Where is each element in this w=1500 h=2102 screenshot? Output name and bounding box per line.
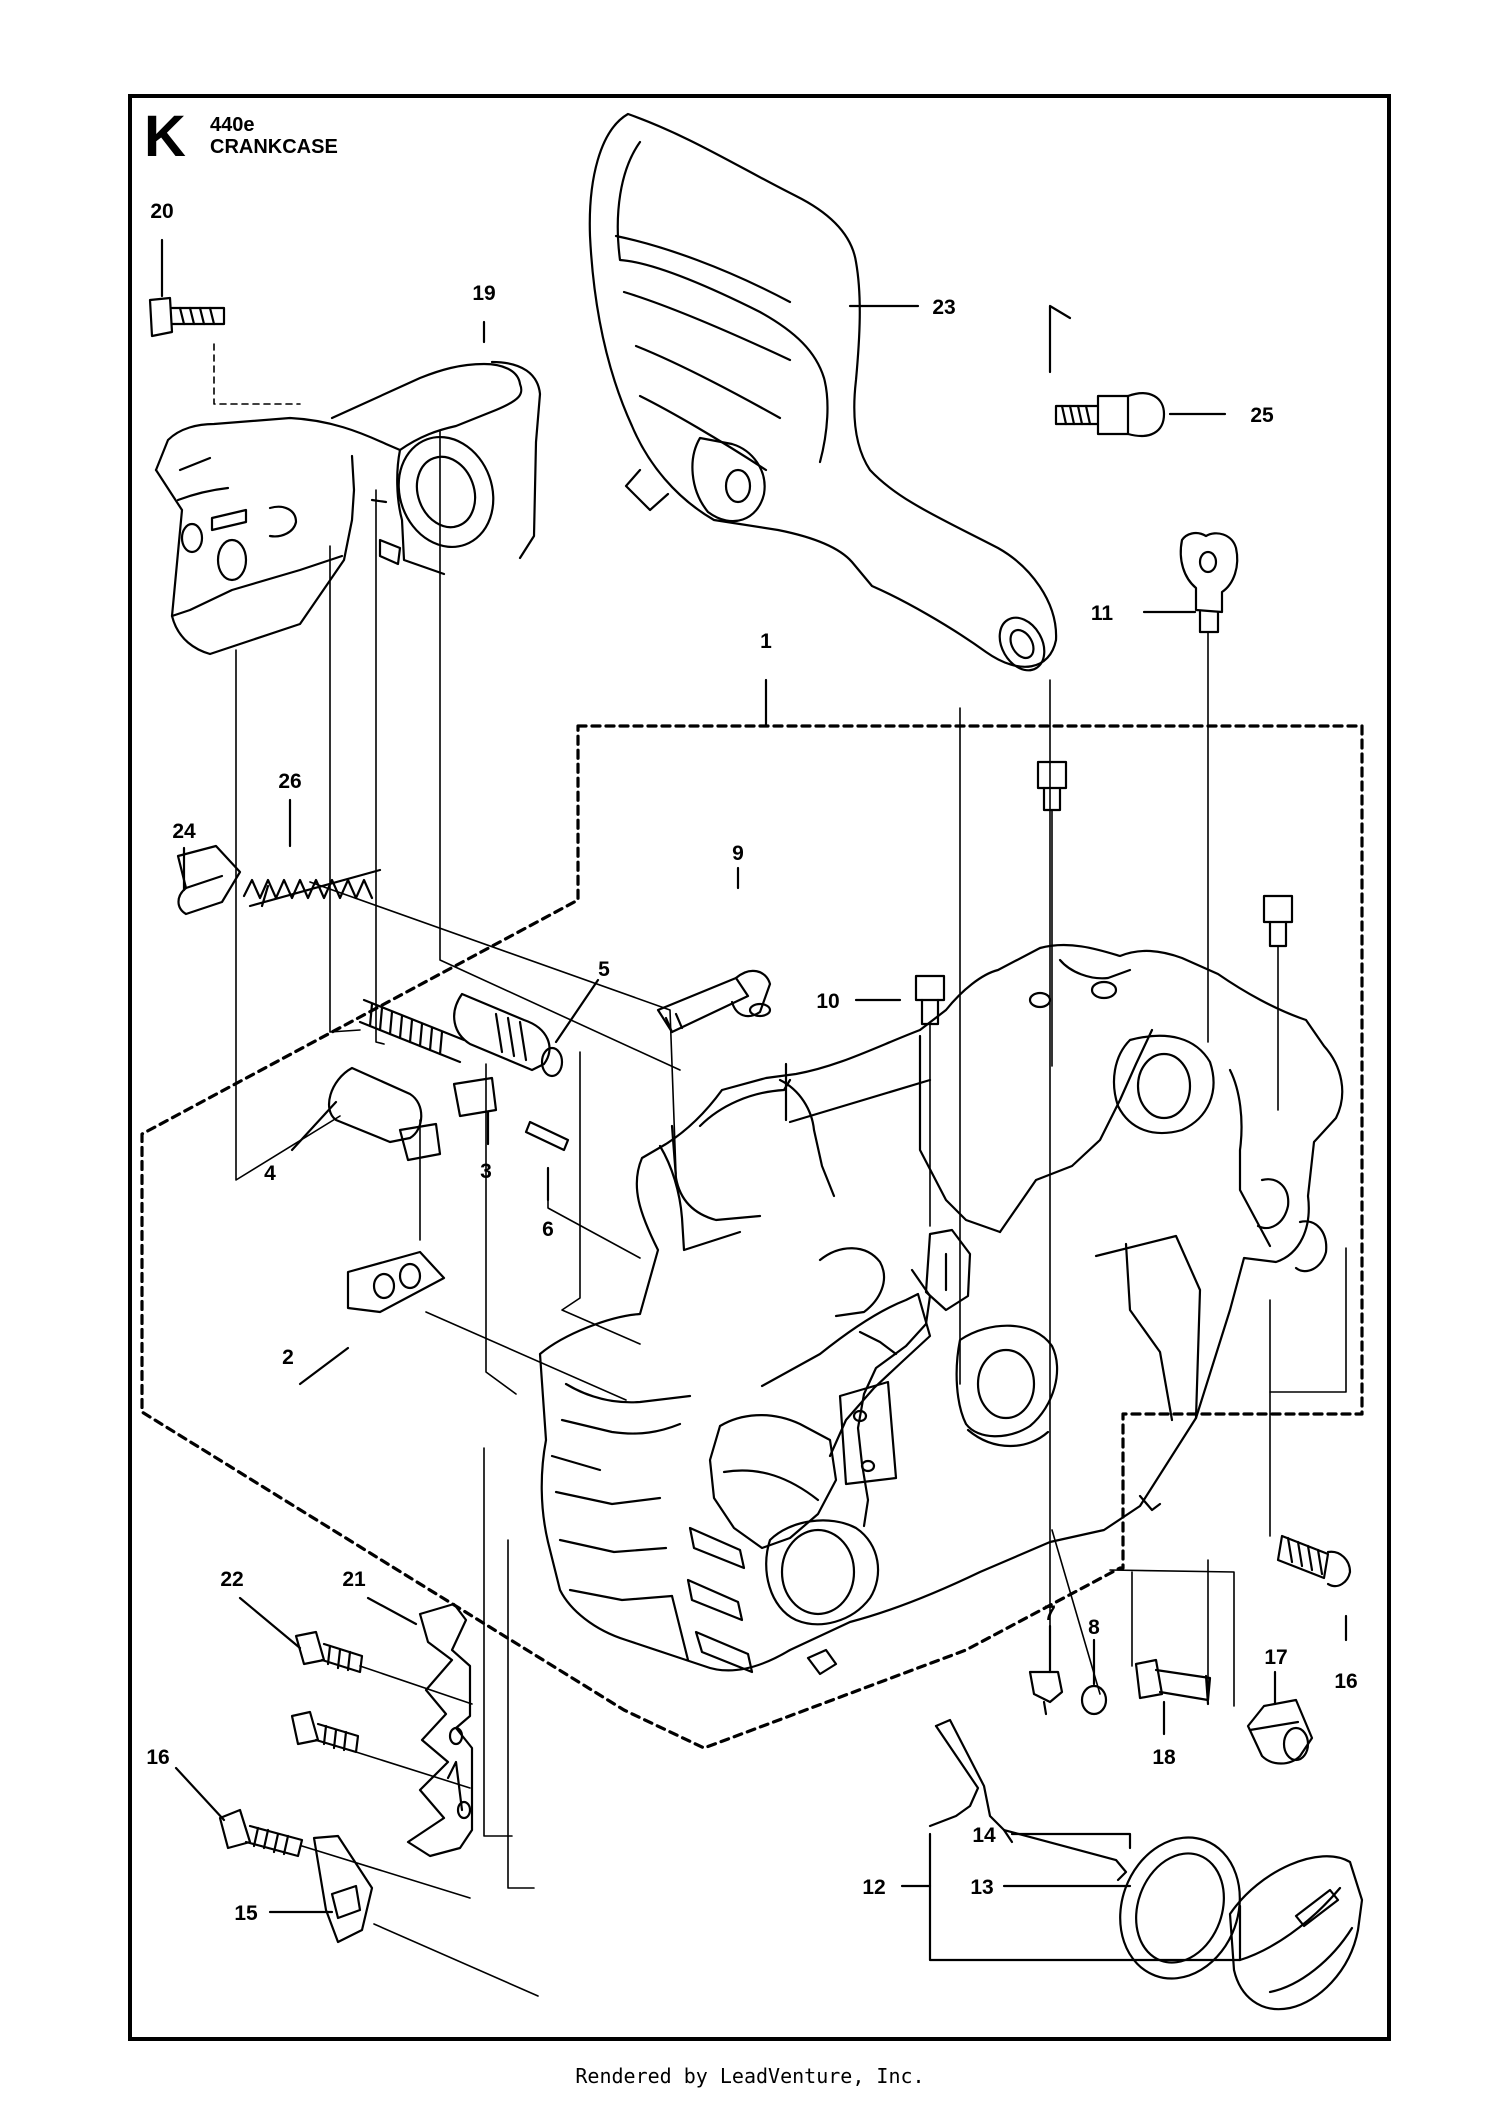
leader-14 bbox=[1010, 1832, 1132, 1850]
part-4-stud bbox=[327, 1066, 442, 1162]
callout-16-left: 16 bbox=[146, 1746, 169, 1769]
callout-2: 2 bbox=[282, 1346, 294, 1369]
part-7-valve bbox=[1028, 1670, 1064, 1716]
assembly-trace-lines bbox=[235, 429, 1347, 1997]
leader-16b bbox=[174, 1766, 226, 1822]
part-9-pin bbox=[656, 969, 772, 1034]
assembly-boundary-dashed bbox=[140, 724, 1364, 1750]
leader-5 bbox=[554, 978, 600, 1044]
part-25-bolt bbox=[1048, 304, 1166, 438]
render-credit: Rendered by LeadVenture, Inc. bbox=[575, 2064, 925, 2088]
part-26-spring bbox=[242, 868, 382, 908]
part-16-bolt-left bbox=[218, 1808, 304, 1858]
callout-1: 1 bbox=[760, 630, 772, 653]
section-letter: K bbox=[144, 104, 186, 169]
leader-21 bbox=[366, 1596, 418, 1626]
part-14-oil-pickup bbox=[928, 1718, 1128, 1882]
callout-9: 9 bbox=[732, 842, 744, 865]
part-17-nut bbox=[1246, 1698, 1314, 1765]
callout-11: 11 bbox=[1091, 602, 1114, 625]
part-10-bolt bbox=[914, 974, 946, 1227]
callout-20: 20 bbox=[150, 200, 173, 223]
part-8-plug bbox=[1080, 1684, 1108, 1716]
part-22-bolt bbox=[294, 1630, 364, 1674]
callout-14: 14 bbox=[972, 1824, 996, 1847]
part-16-bolt-right bbox=[1269, 1299, 1352, 1588]
diagram-title: CRANKCASE bbox=[210, 136, 338, 158]
callout-13: 13 bbox=[970, 1876, 993, 1899]
part-18-bolt bbox=[1134, 1658, 1212, 1706]
part-22-bolt-lower bbox=[290, 1710, 360, 1754]
part-11-clip bbox=[1179, 531, 1239, 1043]
part-23-chain-brake-handle bbox=[588, 112, 1058, 672]
part-6-pin bbox=[524, 1120, 570, 1152]
part-21-bumper-spike bbox=[406, 1602, 474, 1858]
part-13-gasket bbox=[1119, 1836, 1241, 1980]
part-3-threaded-stud bbox=[358, 998, 498, 1118]
part-12-oil-cap bbox=[1228, 1855, 1364, 2011]
leader-12-bracket bbox=[928, 1832, 1242, 1962]
callout-12: 12 bbox=[862, 1876, 885, 1899]
leader-22 bbox=[238, 1596, 302, 1650]
callout-3: 3 bbox=[480, 1160, 492, 1183]
part-1-crankcase bbox=[538, 943, 1344, 1676]
callout-5: 5 bbox=[598, 958, 610, 981]
callout-24: 24 bbox=[172, 820, 196, 843]
part-15-plate bbox=[312, 1834, 374, 1944]
leader-2 bbox=[298, 1346, 350, 1386]
callout-26: 26 bbox=[278, 770, 301, 793]
part-2-plate bbox=[346, 1250, 446, 1314]
model-number: 440e bbox=[210, 114, 255, 136]
callout-25: 25 bbox=[1250, 404, 1274, 427]
callout-10: 10 bbox=[816, 990, 839, 1013]
callout-23: 23 bbox=[932, 296, 955, 319]
callout-17: 17 bbox=[1264, 1646, 1287, 1669]
callout-15: 15 bbox=[234, 1902, 258, 1925]
callout-21: 21 bbox=[342, 1568, 366, 1591]
part-19-clutch-cover bbox=[154, 360, 542, 656]
callout-6: 6 bbox=[542, 1218, 554, 1241]
part-24-bumper bbox=[176, 844, 242, 916]
part-20-screw bbox=[148, 296, 301, 405]
callout-19: 19 bbox=[472, 282, 495, 305]
callout-7: 7 bbox=[1044, 1602, 1056, 1625]
part-5-stud bbox=[453, 992, 564, 1078]
callout-16-right: 16 bbox=[1334, 1670, 1357, 1693]
callout-4: 4 bbox=[264, 1162, 276, 1185]
callout-22: 22 bbox=[220, 1568, 243, 1591]
callout-labels: 1 2 3 4 5 6 7 8 9 10 11 12 13 14 15 16 1… bbox=[146, 200, 1357, 1925]
part-top-bolt bbox=[1036, 760, 1294, 1111]
callout-18: 18 bbox=[1152, 1746, 1176, 1769]
callout-8: 8 bbox=[1088, 1616, 1100, 1639]
diagram-frame bbox=[128, 94, 1391, 2041]
